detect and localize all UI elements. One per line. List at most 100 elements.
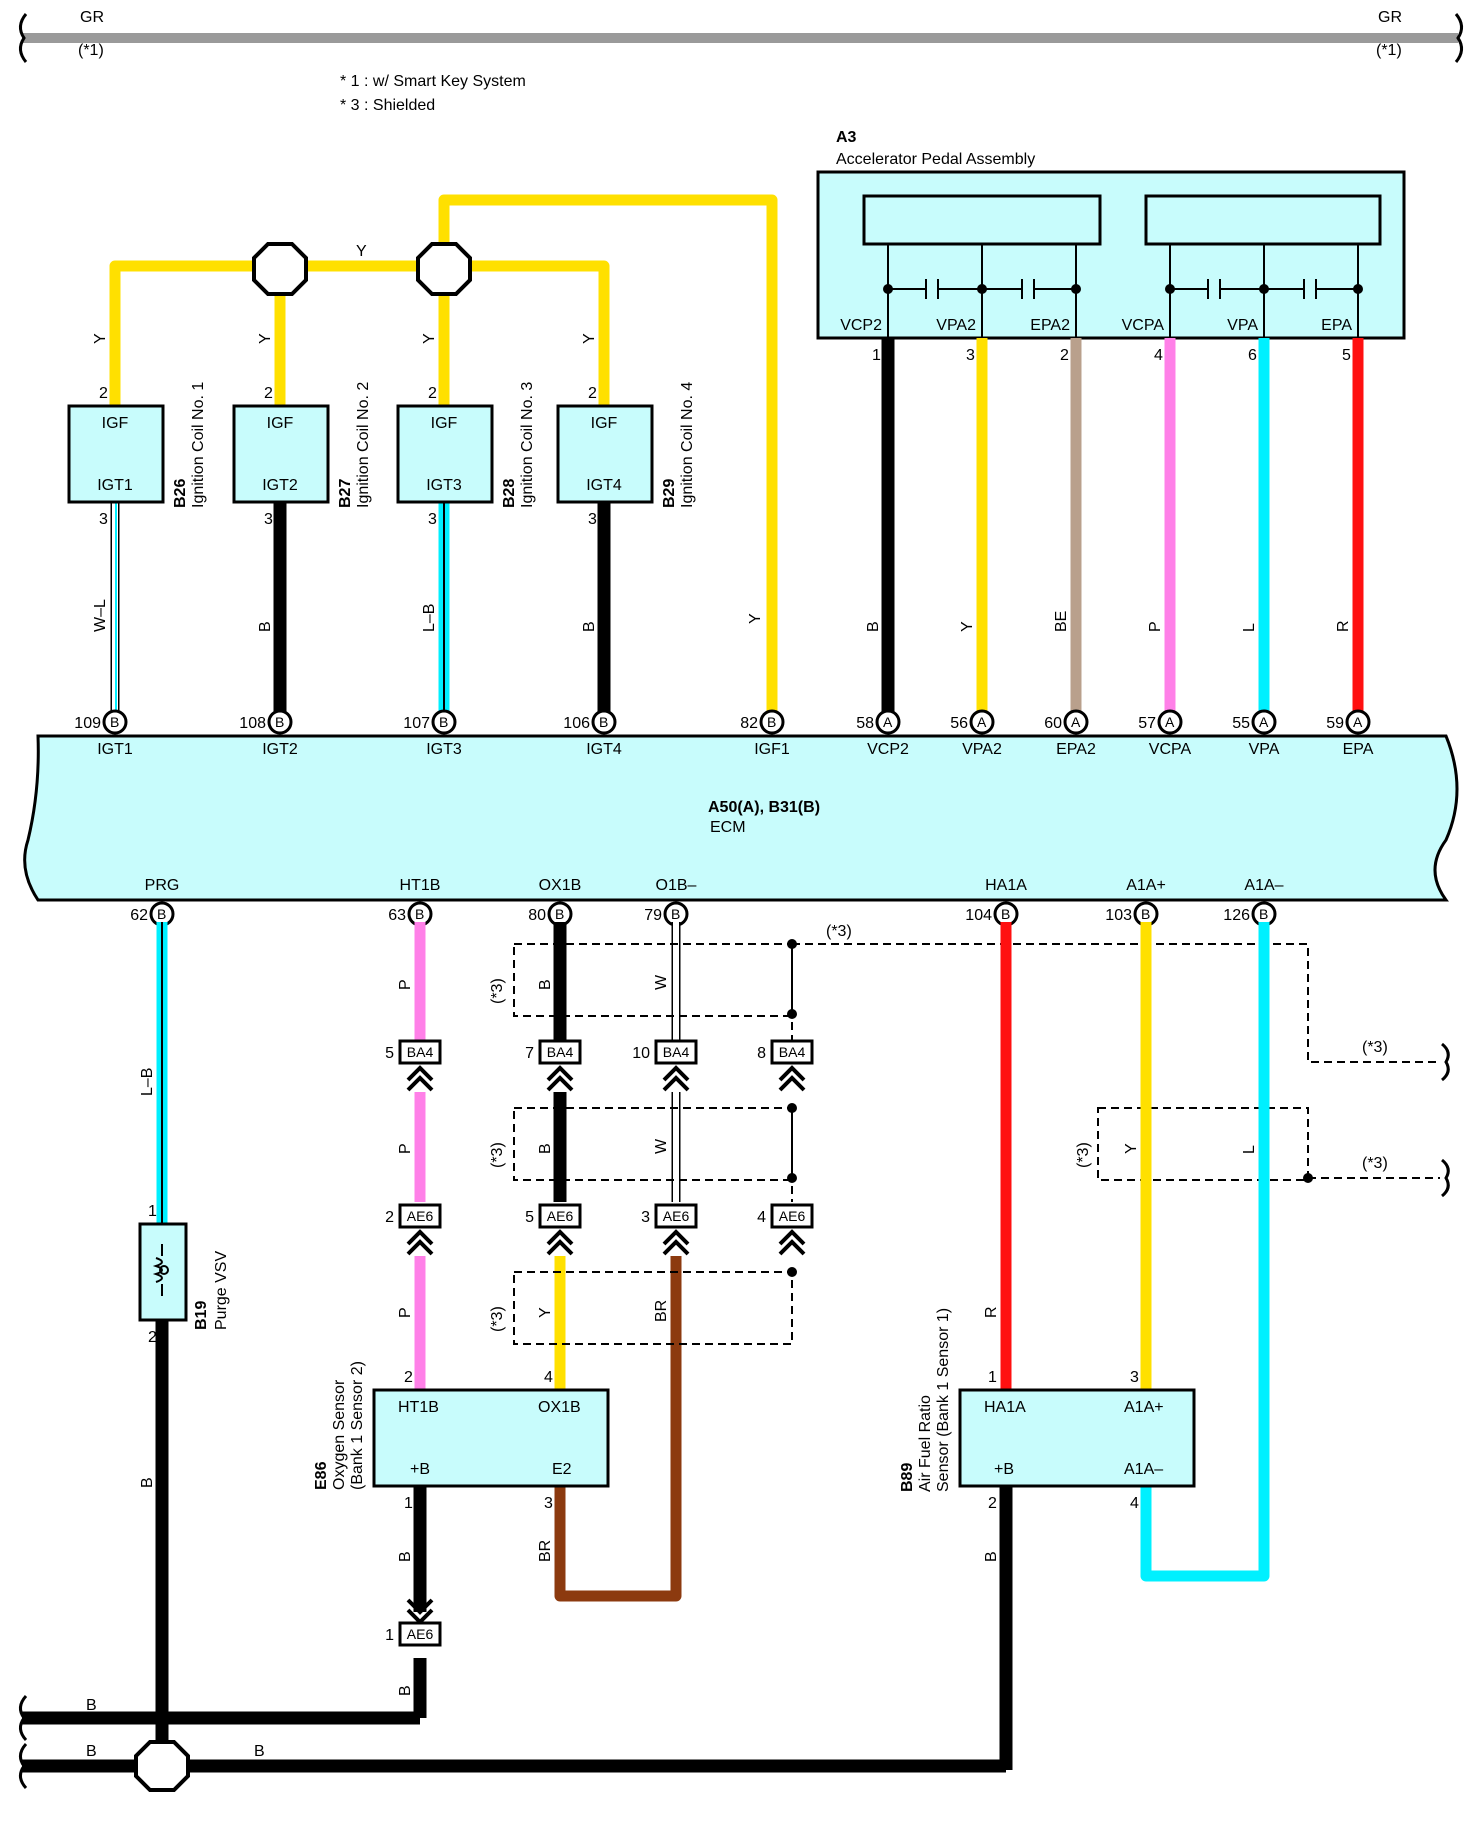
af-b-label: B — [983, 1551, 1000, 1562]
coil-3-body — [396, 404, 494, 504]
ecm-top-VCP2-label: VCP2 — [867, 741, 909, 758]
ecm-top-EPA-conn: A — [1353, 714, 1363, 730]
pedal-wire-label-5: L — [1241, 623, 1258, 632]
purge-vsv: 1 2 B19 Purge VSV — [138, 1203, 230, 1346]
ecm-bottom-0-label: PRG — [145, 877, 180, 894]
junction-ba4-7-name: BA4 — [547, 1044, 574, 1060]
ecm-top-EPA-circle — [1345, 709, 1371, 735]
junction-ba4-5-name: BA4 — [407, 1044, 434, 1060]
ecm-top-IGT2-num: 108 — [239, 715, 266, 732]
o1b-wire — [554, 922, 682, 1602]
ecm-top-IGT3-circle — [431, 709, 457, 735]
ox1b-label-2: B — [537, 1143, 554, 1154]
ecm-top-terminals: B109IGT1B108IGT2B107IGT3B106IGT4B82IGF1A… — [74, 709, 1374, 758]
af-code: B89 — [899, 1463, 916, 1492]
pedal-pin-VCP2: VCP2 — [840, 317, 882, 334]
coil-2-igf: IGF — [267, 415, 294, 432]
shield-note-4: (*3) — [489, 978, 506, 1004]
coil-2-pin-top: 2 — [264, 385, 273, 402]
af-pin-tl: HA1A — [984, 1399, 1026, 1416]
ecm-top-IGT3-label: IGT3 — [426, 741, 462, 758]
gnd-label-3: B — [254, 1743, 265, 1760]
coil-2-top-wire-label: Y — [257, 333, 274, 344]
ecm-bottom-1-label: HT1B — [400, 877, 441, 894]
pedal-wire-label-2: Y — [959, 621, 976, 632]
ecm-top-IGT1-label: IGT1 — [97, 741, 133, 758]
ecm-top-IGT2-circle — [267, 709, 293, 735]
coil-2-name: Ignition Coil No. 2 — [355, 382, 372, 508]
ecm-top-IGT1-circle — [102, 709, 128, 735]
ecm-top-IGT4-label: IGT4 — [586, 741, 622, 758]
ht1b-label-1: P — [397, 979, 414, 990]
junction-ba4-7-num: 7 — [525, 1045, 534, 1062]
o2-pin-br: E2 — [552, 1461, 572, 1478]
ecm-top-IGF1-num: 82 — [740, 715, 758, 732]
splice-2 — [416, 242, 472, 296]
coil-4-code: B29 — [661, 479, 678, 508]
coil-3-pin-bottom: 3 — [428, 511, 437, 528]
coil-4-bottom-wire-label: B — [581, 621, 598, 632]
ox1b-label-1: B — [537, 979, 554, 990]
o2-name-1: Oxygen Sensor — [331, 1379, 348, 1490]
gr-bus: GR (*1) GR (*1) — [19, 9, 1463, 63]
pedal-wire-label-6: R — [1335, 620, 1352, 632]
coil-3-name: Ignition Coil No. 3 — [519, 382, 536, 508]
gnd-label-2: B — [86, 1743, 97, 1760]
shield-note-5: (*3) — [489, 1142, 506, 1168]
note-shielded: * 3 : Shielded — [340, 97, 435, 114]
ecm-top-IGT1-conn: B — [110, 714, 119, 730]
af-name-2: Sensor (Bank 1 Sensor 1) — [935, 1308, 952, 1492]
ecm-top-VPA2-label: VPA2 — [962, 741, 1002, 758]
coil-1-code: B26 — [172, 479, 189, 508]
prg-ground-label: B — [139, 1477, 156, 1488]
ox1b-label-3: Y — [537, 1307, 554, 1318]
ecm: A50(A), B31(B) ECM — [23, 734, 1459, 902]
junction-ba4-8-num: 8 — [757, 1045, 766, 1062]
pedal-code: A3 — [836, 129, 857, 146]
af-num-br: 4 — [1130, 1495, 1139, 1512]
ecm-bottom-0-conn: B — [157, 906, 166, 922]
ha1a-label: R — [983, 1306, 1000, 1318]
pedal-pin-VPA2: VPA2 — [936, 317, 976, 334]
junction-ae6-ground-num: 1 — [385, 1627, 394, 1644]
shield-note-2: (*3) — [1362, 1039, 1388, 1056]
pedal-pin-num-6: 5 — [1342, 347, 1351, 364]
o2-num-tr: 4 — [544, 1369, 553, 1386]
ecm-bottom-5-label: A1A+ — [1126, 877, 1166, 894]
ecm-top-VCP2-num: 58 — [856, 715, 874, 732]
coil-4-pin-bottom: 3 — [588, 511, 597, 528]
coil-2-body — [232, 404, 330, 504]
o1b-label-1: W — [653, 974, 670, 990]
coil-4-top-wire-label: Y — [581, 333, 598, 344]
gnd-label-1: B — [86, 1697, 97, 1714]
prg-wire-label: L–B — [139, 1068, 156, 1096]
coil-1-igt: IGT1 — [97, 477, 133, 494]
o2-e2-label: BR — [537, 1540, 554, 1562]
ecm-bottom-6-num: 126 — [1223, 907, 1250, 924]
coil-3-pin-top: 2 — [428, 385, 437, 402]
shield-note-3: (*3) — [1362, 1155, 1388, 1172]
coil-2-igt: IGT2 — [262, 477, 298, 494]
junction-ba4-10-num: 10 — [632, 1045, 650, 1062]
ecm-top-VCPA-conn: A — [1165, 714, 1175, 730]
ecm-top-VPA-conn: A — [1259, 714, 1269, 730]
ecm-bottom-3-conn: B — [671, 906, 680, 922]
junction-ae6-4-num: 4 — [757, 1209, 766, 1226]
oxygen-sensor: HT1B OX1B +B E2 2 4 1 3 E86 Oxygen Senso… — [313, 1361, 610, 1512]
ecm-bottom-terminals: B62PRGB63HT1BB80OX1BB79O1B–B104HA1AB103A… — [130, 877, 1284, 927]
ecm-top-IGF1-label: IGF1 — [754, 741, 790, 758]
pedal-pin-EPA2: EPA2 — [1030, 317, 1070, 334]
shield-dots — [787, 939, 1313, 1277]
af-pin-tr: A1A+ — [1124, 1399, 1164, 1416]
coil-4-name: Ignition Coil No. 4 — [679, 382, 696, 508]
